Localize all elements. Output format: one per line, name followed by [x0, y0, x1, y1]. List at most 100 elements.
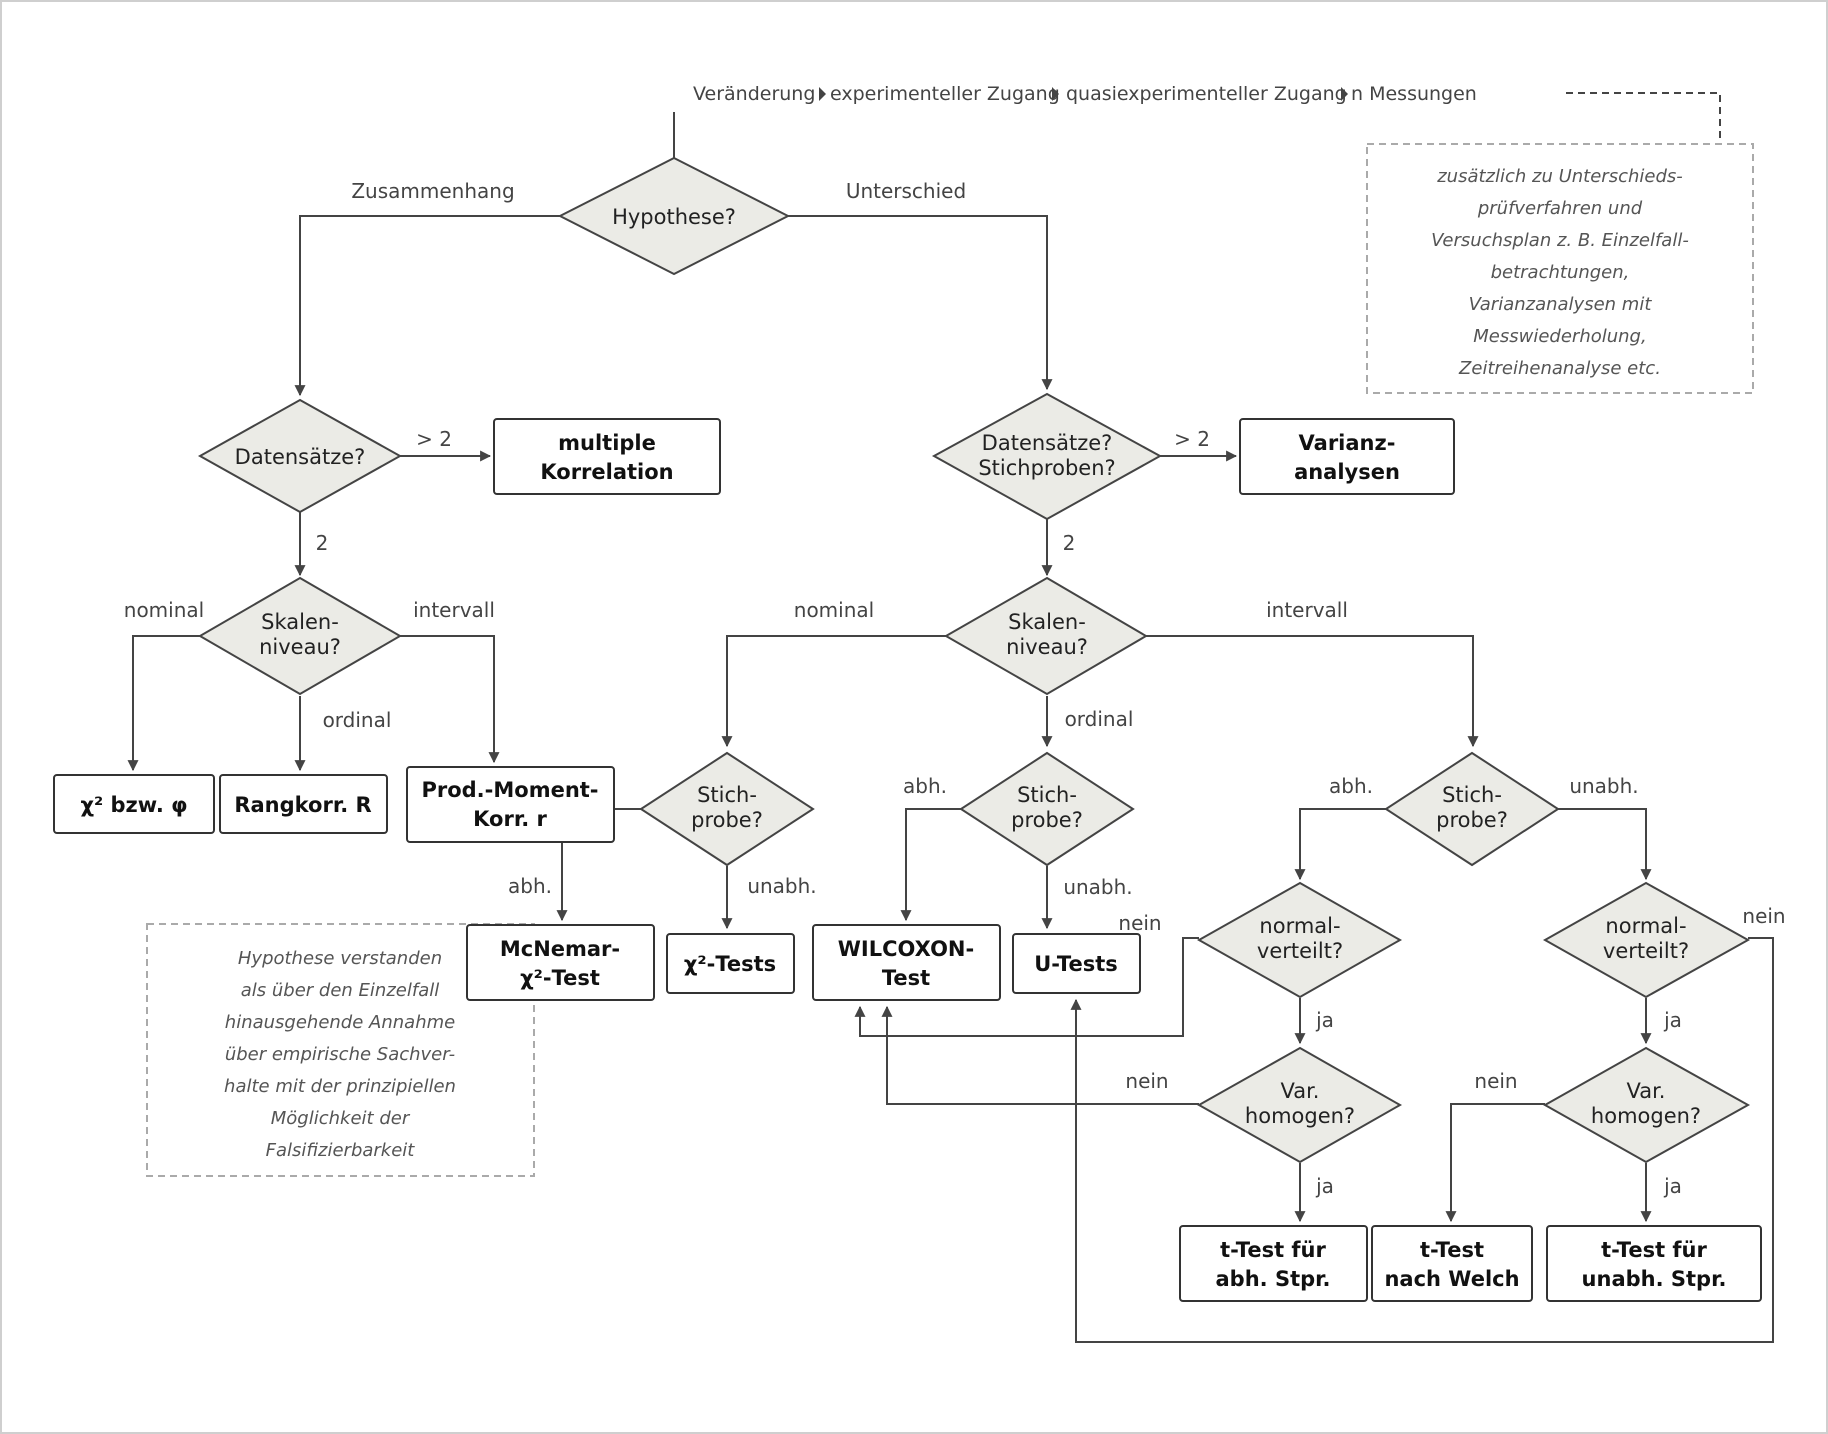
result-varianzanalysen: Varianz- analysen: [1239, 418, 1455, 495]
connectors: [127, 112, 1774, 1343]
result-produkt-moment: Prod.-Moment- Korr. r: [406, 766, 615, 843]
decision-label: homogen?: [1245, 1104, 1355, 1128]
label-intervall-right: intervall: [1266, 598, 1348, 622]
label-ordinal-right: ordinal: [1065, 707, 1134, 731]
decision-label: verteilt?: [1257, 939, 1343, 963]
decision-label: Hypothese?: [612, 205, 736, 229]
breadcrumb-separator-icon: [819, 87, 826, 101]
decision-skala-left: Skalen- niveau?: [198, 576, 402, 696]
decision-label: Stich-: [1442, 783, 1502, 807]
decision-datensaetze-left: Datensätze?: [197, 398, 403, 514]
result-label: WILCOXON-: [838, 937, 974, 961]
result-label: Varianz-: [1299, 431, 1396, 455]
label-ja-var-right: ja: [1663, 1174, 1682, 1198]
result-label: unabh. Stpr.: [1582, 1267, 1727, 1291]
edge-unterschied: [788, 215, 1053, 391]
note-left-line: halte mit der prinzipiellen: [224, 1076, 456, 1097]
decision-label: Stich-: [697, 783, 757, 807]
edge-intervall-left: [400, 635, 500, 764]
decision-stichprobe-c: Stich- probe?: [1384, 751, 1560, 867]
note-left-line: hinausgehende Annahme: [225, 1012, 455, 1033]
edge-intervall-right: [1146, 635, 1479, 748]
label-nominal-right: nominal: [794, 598, 874, 622]
decision-label: homogen?: [1591, 1104, 1701, 1128]
result-t-test-abhaengig: t-Test für abh. Stpr.: [1179, 1225, 1368, 1302]
note-left: Hypothese verstanden als über den Einzel…: [146, 923, 535, 1177]
edge-nein-wilcoxon-b: [881, 1005, 1199, 1105]
edge-unabh-normal: [1558, 808, 1652, 881]
result-label: McNemar-: [500, 937, 620, 961]
edge-zusammenhang: [294, 215, 560, 397]
result-label: multiple: [558, 431, 656, 455]
result-t-test-welch: t-Test nach Welch: [1371, 1225, 1533, 1302]
result-label: abh. Stpr.: [1216, 1267, 1331, 1291]
breadcrumb-separator-icon: [1052, 87, 1059, 101]
label-abh-a: abh.: [508, 874, 552, 898]
decision-var-left: Var. homogen?: [1196, 1046, 1403, 1164]
decision-hypothese: Hypothese?: [557, 156, 791, 276]
label-abh-c: abh.: [1329, 774, 1373, 798]
note-right-line: Versuchsplan z. B. Einzelfall-: [1431, 230, 1689, 251]
result-label: Prod.-Moment-: [421, 778, 598, 802]
label-zusammenhang: Zusammenhang: [351, 179, 514, 203]
breadcrumb-item-3: quasiexperimenteller Zugang: [1066, 83, 1347, 105]
decision-label: Skalen-: [261, 610, 339, 634]
decision-label: normal-: [1259, 914, 1340, 938]
label-nein-var-left: nein: [1125, 1069, 1168, 1093]
breadcrumb-separator-icon: [1341, 87, 1348, 101]
label-ordinal-left: ordinal: [323, 708, 392, 732]
result-label: Rangkorr. R: [234, 793, 371, 817]
result-label: Korr. r: [473, 807, 547, 831]
note-right-line: betrachtungen,: [1491, 262, 1630, 283]
note-left-line: Hypothese verstanden: [238, 948, 442, 969]
decision-stichprobe-a: Stich- probe?: [639, 751, 815, 867]
decision-normal-left: normal- verteilt?: [1196, 881, 1403, 999]
decision-normal-right: normal- verteilt?: [1542, 881, 1751, 999]
decision-label: Datensätze?: [235, 445, 366, 469]
label-nein-utest: nein: [1118, 911, 1161, 935]
result-label: χ²-Test: [520, 966, 600, 990]
note-right-line: prüfverfahren und: [1477, 198, 1643, 219]
note-right-line: Varianzanalysen mit: [1469, 294, 1653, 315]
note-right-line: Messwiederholung,: [1473, 326, 1646, 347]
note-left-line: Falsifizierbarkeit: [266, 1140, 416, 1161]
label-ja-normal-left: ja: [1315, 1008, 1334, 1032]
note-left-line: als über den Einzelfall: [241, 980, 439, 1001]
result-u-tests: U-Tests: [1012, 933, 1141, 994]
note-left-line: über empirische Sachver-: [225, 1044, 455, 1065]
note-right-line: zusätzlich zu Unterschieds-: [1436, 166, 1683, 187]
result-label: Korrelation: [540, 460, 673, 484]
edge-nein-utest: [1070, 937, 1774, 1343]
decision-label: normal-: [1605, 914, 1686, 938]
result-label: χ² bzw. φ: [80, 793, 187, 817]
edge-nominal-right: [721, 635, 946, 748]
label-unabh-b: unabh.: [1063, 875, 1132, 899]
result-label: t-Test für: [1220, 1238, 1326, 1262]
decision-label: probe?: [1436, 808, 1508, 832]
result-label: t-Test für: [1601, 1238, 1707, 1262]
result-label: U-Tests: [1034, 952, 1118, 976]
label-two-right: 2: [1063, 531, 1076, 555]
decision-label: Stich-: [1017, 783, 1077, 807]
result-chi-tests: χ²-Tests: [666, 933, 795, 994]
decision-stichprobe-b: Stich- probe?: [959, 751, 1135, 867]
decision-label: niveau?: [259, 635, 341, 659]
label-two-left: 2: [316, 531, 329, 555]
note-right-line: Zeitreihenanalyse etc.: [1458, 358, 1661, 379]
note-left-line: Möglichkeit der: [271, 1108, 411, 1129]
breadcrumb: Veränderung experimenteller Zugang quasi…: [693, 83, 1477, 105]
label-unterschied: Unterschied: [846, 179, 966, 203]
label-ja-normal-right: ja: [1663, 1008, 1682, 1032]
note-connector: [1566, 92, 1721, 142]
decision-skala-right: Skalen- niveau?: [943, 576, 1148, 696]
note-right: zusätzlich zu Unterschieds- prüfverfahre…: [1366, 143, 1754, 394]
result-rangkorrelation: Rangkorr. R: [219, 774, 388, 834]
result-label: χ²-Tests: [684, 952, 776, 976]
label-nein-var-right: nein: [1474, 1069, 1517, 1093]
breadcrumb-item-2: experimenteller Zugang: [830, 83, 1060, 105]
decision-var-right: Var. homogen?: [1542, 1046, 1751, 1164]
decision-label: niveau?: [1006, 635, 1088, 659]
decision-label: Stichproben?: [978, 456, 1115, 480]
